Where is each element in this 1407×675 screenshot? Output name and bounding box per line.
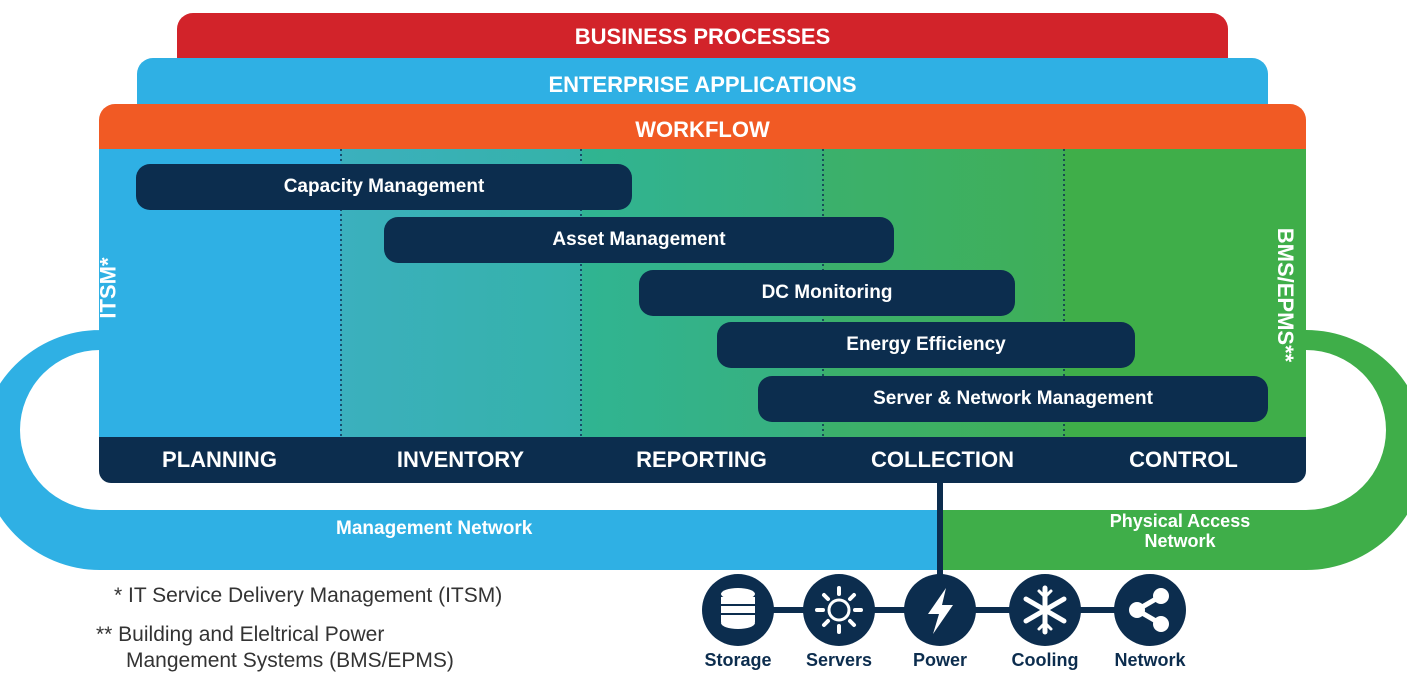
- management-network-ring: [0, 330, 940, 570]
- database-icon: [702, 574, 774, 646]
- physical-access-network-ring: [940, 330, 1407, 570]
- footnote-itsm: * IT Service Delivery Management (ITSM): [114, 584, 503, 607]
- device-label-network: Network: [1114, 650, 1186, 670]
- stage-collection: COLLECTION: [871, 447, 1014, 472]
- snowflake-icon: [1009, 574, 1081, 646]
- stage-inventory: INVENTORY: [396, 447, 525, 472]
- management-network-label: Management Network: [336, 518, 533, 539]
- sun-icon: [803, 574, 875, 646]
- physical-access-line2: Network: [1144, 531, 1216, 551]
- device-label-cooling: Cooling: [1011, 650, 1079, 670]
- asset-management-pill: Asset Management: [384, 217, 894, 263]
- stage-planning: PLANNING: [162, 447, 277, 472]
- stage-reporting: REPORTING: [636, 447, 767, 472]
- device-label-power: Power: [912, 650, 968, 670]
- lightning-icon: [904, 574, 976, 646]
- footnote-bms-line1: ** Building and Eleltrical Power: [96, 623, 385, 646]
- stages-bar: PLANNING INVENTORY REPORTING COLLECTION …: [99, 437, 1306, 483]
- device-label-servers: Servers: [805, 650, 873, 670]
- dc-monitoring-pill: DC Monitoring: [639, 270, 1015, 316]
- physical-access-network-label: Physical Access Network: [1090, 511, 1270, 551]
- footnote-bms-line2: Mangement Systems (BMS/EPMS): [126, 649, 454, 672]
- server-network-management-pill: Server & Network Management: [758, 376, 1268, 422]
- share-icon: [1114, 574, 1186, 646]
- stage-control: CONTROL: [1129, 447, 1238, 472]
- device-label-storage: Storage: [704, 650, 772, 670]
- physical-access-line1: Physical Access: [1109, 511, 1251, 531]
- energy-efficiency-pill: Energy Efficiency: [717, 322, 1135, 368]
- workflow-layer: WORKFLOW: [99, 104, 1306, 154]
- capacity-management-pill: Capacity Management: [136, 164, 632, 210]
